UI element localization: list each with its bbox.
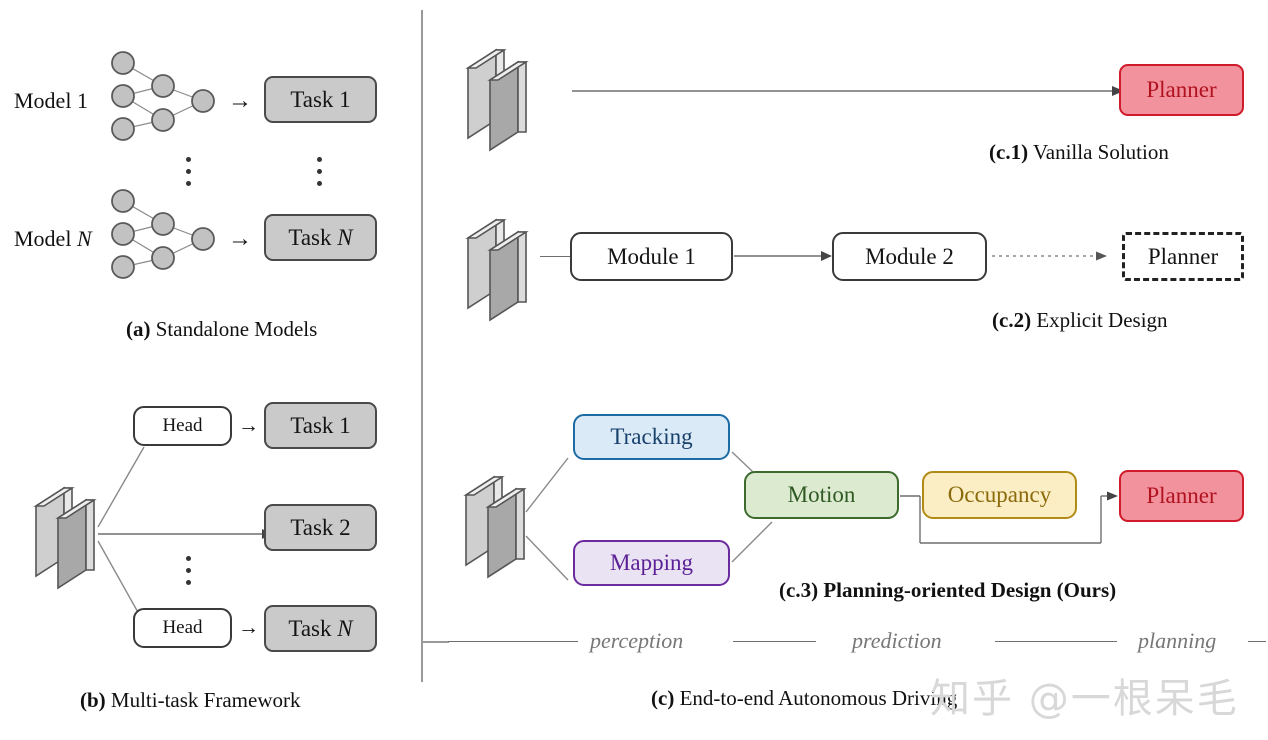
panel-c-caption: (c) End-to-end Autonomous Driving: [651, 686, 957, 711]
arrow-headn-to-taskn: →: [238, 615, 259, 639]
panel-c2-caption: (c.2) Explicit Design: [992, 308, 1168, 333]
network-diagram-n: [111, 189, 215, 279]
stage-line-2: [733, 641, 816, 643]
occupancy-box[interactable]: Occupancy: [922, 471, 1077, 519]
backbone-slabs-icon: [465, 48, 529, 152]
model-1-label: Model 1: [14, 88, 88, 113]
panel-c3-caption-prefix: (c.3): [779, 578, 819, 602]
task-n-box-b[interactable]: Task N: [264, 605, 377, 652]
panel-divider-vertical: [421, 10, 423, 682]
backbone-slabs-icon: [33, 486, 97, 590]
network-diagram-1: [111, 51, 215, 141]
planner-box-c3[interactable]: Planner: [1119, 470, 1244, 522]
panel-c3-caption: (c.3) Planning-oriented Design (Ours): [779, 578, 1116, 603]
panel-c1-caption-prefix: (c.1): [989, 140, 1029, 164]
model-n-index: N: [76, 226, 92, 251]
panel-a-caption-text: Standalone Models: [155, 317, 318, 341]
panel-c-caption-prefix: (c): [651, 686, 675, 710]
panel-c3-caption-text: Planning-oriented Design (Ours): [823, 578, 1117, 602]
backbone-slabs-icon: [463, 475, 527, 579]
stage-line-3: [995, 641, 1117, 643]
panel-a-caption-prefix: (a): [126, 317, 151, 341]
ellipsis-models: [186, 157, 191, 186]
c1-arrow-backbone-to-planner: [572, 86, 1124, 96]
module-2-box[interactable]: Module 2: [832, 232, 987, 281]
stage-label-planning: planning: [1138, 628, 1217, 653]
motion-box[interactable]: Motion: [744, 471, 899, 519]
c3-motion-occupancy-planner-routes: [900, 491, 1118, 544]
stage-line-1: [448, 641, 578, 643]
planner-box-c2[interactable]: Planner: [1122, 232, 1244, 281]
c2-line-backbone-to-module1: [540, 256, 570, 258]
panel-b-caption: (b) Multi-task Framework: [80, 688, 300, 713]
arrow-modeln-to-taskn: →: [228, 226, 252, 252]
planner-box-c1[interactable]: Planner: [1119, 64, 1244, 116]
mapping-box[interactable]: Mapping: [573, 540, 730, 586]
panel-divider-horizontal: [421, 641, 449, 643]
stage-line-4: [1248, 641, 1266, 643]
stage-label-perception: perception: [590, 628, 684, 653]
panel-b-caption-text: Multi-task Framework: [110, 688, 301, 712]
c2-dotted-arrow-module2-to-planner: [992, 251, 1107, 261]
c3-connectors-to-motion: [731, 451, 773, 563]
panel-b-caption-prefix: (b): [80, 688, 106, 712]
panel-a-caption: (a) Standalone Models: [126, 317, 317, 342]
tracking-box[interactable]: Tracking: [573, 414, 730, 460]
model-n-label: Model N: [14, 226, 92, 251]
module-1-box[interactable]: Module 1: [570, 232, 733, 281]
panel-c2-caption-text: Explicit Design: [1036, 308, 1168, 332]
ellipsis-tasks-b: [186, 556, 191, 585]
panel-c-caption-text: End-to-end Autonomous Driving: [679, 686, 958, 710]
panel-c2-caption-prefix: (c.2): [992, 308, 1032, 332]
task-n-box-a[interactable]: Task N: [264, 214, 377, 261]
task-1-box-a[interactable]: Task 1: [264, 76, 377, 123]
stage-label-prediction: prediction: [852, 628, 942, 653]
panel-c1-caption-text: Vanilla Solution: [1032, 140, 1169, 164]
c3-connectors-backbone: [525, 457, 569, 581]
arrow-model1-to-task1: →: [228, 88, 252, 114]
task-2-box-b[interactable]: Task 2: [264, 504, 377, 551]
head-box-n[interactable]: Head: [133, 608, 232, 648]
backbone-slabs-icon: [465, 218, 529, 322]
head-box-1[interactable]: Head: [133, 406, 232, 446]
panel-c1-caption: (c.1) Vanilla Solution: [989, 140, 1169, 165]
ellipsis-tasks-a: [317, 157, 322, 186]
watermark: 知乎 @一根呆毛: [930, 676, 1239, 722]
c2-arrow-module1-to-module2: [734, 251, 832, 261]
task-1-box-b[interactable]: Task 1: [264, 402, 377, 449]
arrow-head1-to-task1: →: [238, 413, 259, 437]
